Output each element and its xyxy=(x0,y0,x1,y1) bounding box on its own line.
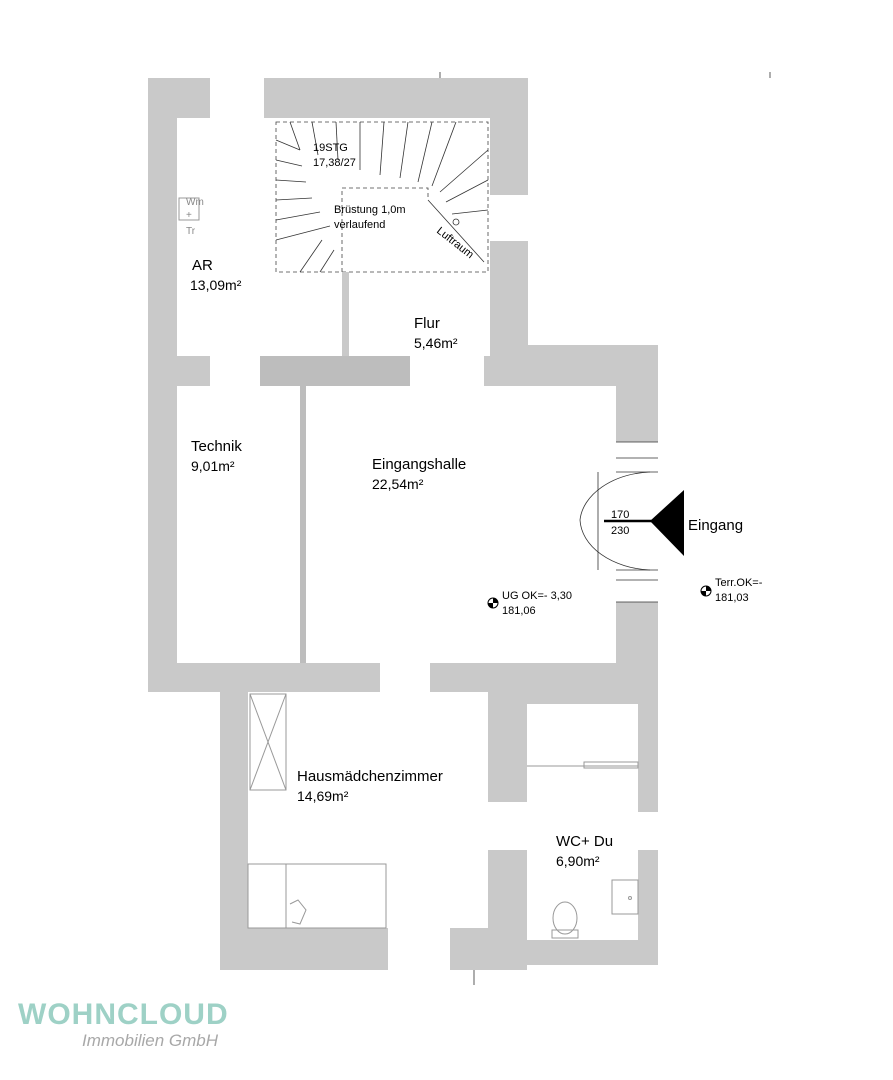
room-flur-name: Flur xyxy=(414,315,440,332)
window-ar-bottom xyxy=(210,356,260,386)
roof-ticks xyxy=(439,72,771,985)
window-flur-bottom xyxy=(410,356,484,386)
entrance-doors: 170 230 Eingang xyxy=(579,441,743,603)
room-hausmaedchen-area: 14,69m² xyxy=(297,788,349,804)
sink xyxy=(611,879,639,915)
entrance-dim-bottom: 230 xyxy=(611,525,629,537)
entrance-label: Eingang xyxy=(688,517,743,534)
stair-steps: 19STG xyxy=(313,142,348,154)
room-eingangshalle xyxy=(306,386,616,663)
washer-dryer: Wm + Tr xyxy=(178,197,204,237)
room-technik-area: 9,01m² xyxy=(191,458,235,474)
door-hall-bottom xyxy=(380,663,430,693)
level-marker-terrace: Terr.OK=- 181,03 xyxy=(700,577,763,604)
room-ar-area: 13,09m² xyxy=(190,277,242,293)
technik-partition xyxy=(300,386,306,663)
room-flur xyxy=(349,270,490,356)
room-eingangshalle-area: 22,54m² xyxy=(372,476,424,492)
bed xyxy=(247,863,387,929)
level-terrace-line2: 181,03 xyxy=(715,592,749,604)
window-right-wc xyxy=(638,812,658,850)
room-hausmaedchen xyxy=(248,692,488,928)
room-eingangshalle-name: Eingangshalle xyxy=(372,456,466,473)
entrance-arrow-icon xyxy=(650,490,684,556)
toilet xyxy=(552,901,578,935)
stair-treads xyxy=(275,121,489,273)
logo-brand: WOHNCLOUD xyxy=(18,998,229,1031)
wc-wall-gap xyxy=(488,802,527,850)
level-ug-line1: UG OK=- 3,30 xyxy=(502,590,572,602)
brand-logo: WOHNCLOUD Immobilien GmbH xyxy=(18,998,229,1050)
window-top xyxy=(210,78,264,118)
room-wc xyxy=(527,704,638,940)
appliance-line3: Tr xyxy=(186,226,196,237)
room-flur-area: 5,46m² xyxy=(414,335,458,351)
room-stair xyxy=(276,118,490,272)
stair-railing-line2: verlaufend xyxy=(334,219,385,231)
level-terrace-line1: Terr.OK=- xyxy=(715,577,763,589)
room-technik-name: Technik xyxy=(191,438,242,455)
rooms xyxy=(177,78,658,970)
room-technik xyxy=(177,386,300,663)
stair-ratio: 17,38/27 xyxy=(313,157,356,169)
wardrobe xyxy=(249,693,287,791)
appliance-line2: + xyxy=(186,210,192,221)
room-ar-name: AR xyxy=(192,257,213,274)
logo-sub: Immobilien GmbH xyxy=(82,1031,219,1050)
staircase: 19STG 17,38/27 Brüstung 1,0m verlaufend … xyxy=(275,121,489,356)
stair-post xyxy=(342,272,348,356)
passage-hall-top xyxy=(260,356,410,386)
room-labels: AR 13,09m² Flur 5,46m² Technik 9,01m² Ei… xyxy=(190,257,613,869)
window-right-stair xyxy=(490,195,528,241)
appliance-line1: Wm xyxy=(186,197,204,208)
level-ug-line2: 181,06 xyxy=(502,605,536,617)
room-wc-name: WC+ Du xyxy=(556,833,613,850)
entrance-dim-top: 170 xyxy=(611,509,629,521)
wc-fixtures xyxy=(527,761,639,939)
room-hausmaedchen-name: Hausmädchenzimmer xyxy=(297,768,443,785)
room-wc-area: 6,90m² xyxy=(556,853,600,869)
stair-railing-line1: Brüstung 1,0m xyxy=(334,204,406,216)
window-bottom xyxy=(388,928,450,970)
level-marker-ug: UG OK=- 3,30 181,06 xyxy=(487,590,572,617)
